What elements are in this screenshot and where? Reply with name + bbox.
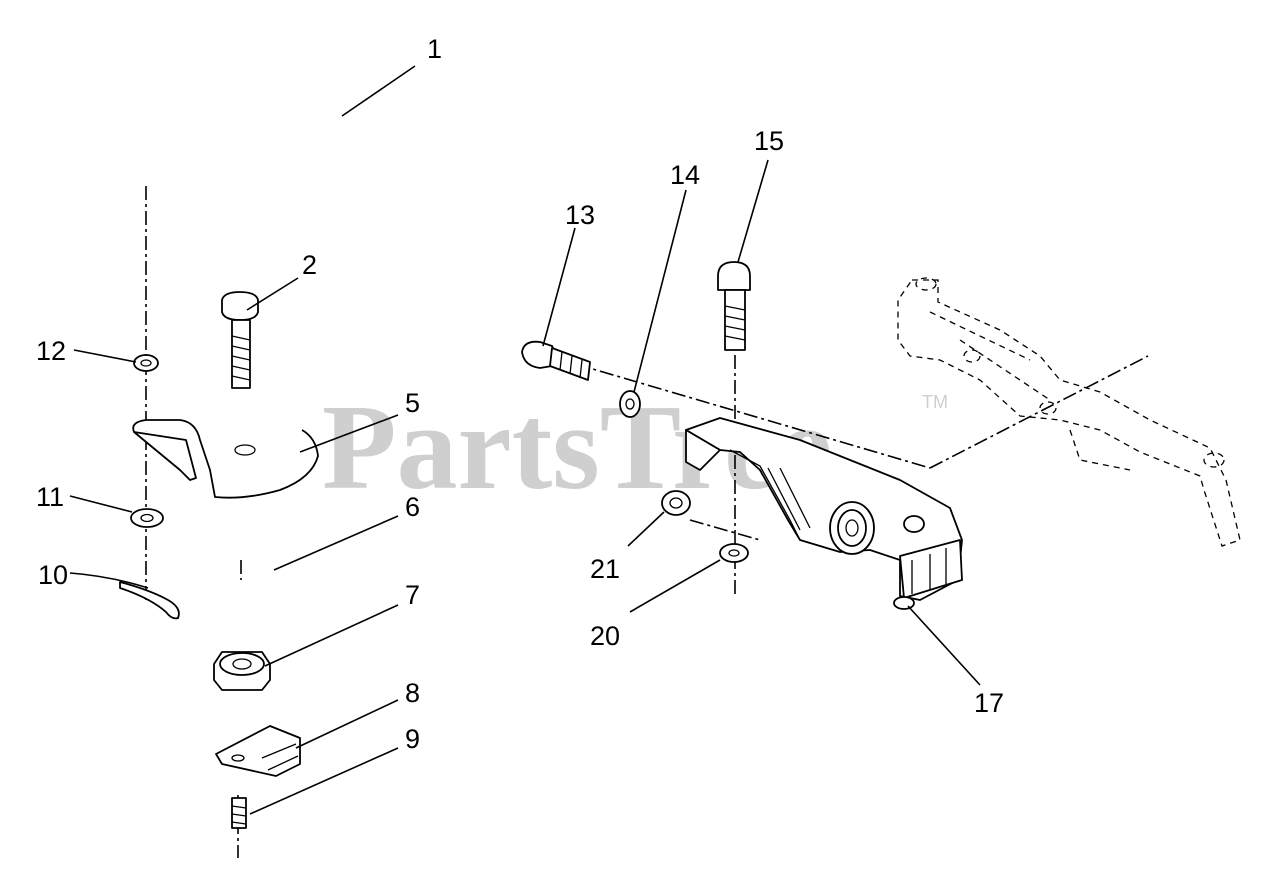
part-12-nut [133, 354, 159, 372]
callout-20: 20 [590, 621, 620, 651]
callout-10: 10 [38, 560, 68, 590]
left-assembly [119, 186, 319, 858]
callout-11: 11 [36, 482, 64, 512]
callout-17: 17 [974, 688, 1004, 718]
leader-lines [69, 65, 981, 815]
part-17-nut [893, 596, 915, 610]
part-8-plate [215, 725, 301, 777]
callout-12: 12 [36, 336, 66, 366]
part-13-bolt [521, 340, 591, 381]
callout-2: 2 [302, 250, 317, 280]
part-9-screw [231, 797, 247, 829]
part-10-clip [119, 581, 180, 620]
part-20-washer [719, 543, 749, 563]
callout-14: 14 [670, 160, 700, 190]
part-21-spacer [661, 490, 691, 516]
part-bracket-arm [685, 417, 963, 601]
callout-15: 15 [754, 126, 784, 156]
part-5-bracket [132, 419, 319, 499]
part-14-washer [619, 390, 641, 418]
centerline-diagonal [527, 349, 931, 469]
watermark-trademark: TM [922, 392, 948, 412]
callout-5: 5 [405, 388, 420, 418]
part-7-nut [213, 651, 271, 691]
centerline-short [689, 519, 761, 541]
callout-7: 7 [405, 580, 420, 610]
part-bushing [829, 501, 875, 555]
phantom-frame [897, 277, 1241, 547]
centerline-right [929, 355, 1149, 469]
part-2-bolt [221, 291, 259, 389]
callout-1: 1 [427, 34, 442, 64]
callout-13: 13 [565, 200, 595, 230]
callout-9: 9 [405, 724, 420, 754]
part-11-washer [130, 508, 164, 528]
callout-21: 21 [590, 554, 620, 584]
callout-labels: 1 2 5 6 7 8 9 10 11 12 13 14 15 17 20 21 [36, 34, 1004, 754]
part-15-bolt [717, 261, 751, 351]
right-assembly [521, 261, 1241, 610]
callout-8: 8 [405, 678, 420, 708]
callout-6: 6 [405, 492, 420, 522]
